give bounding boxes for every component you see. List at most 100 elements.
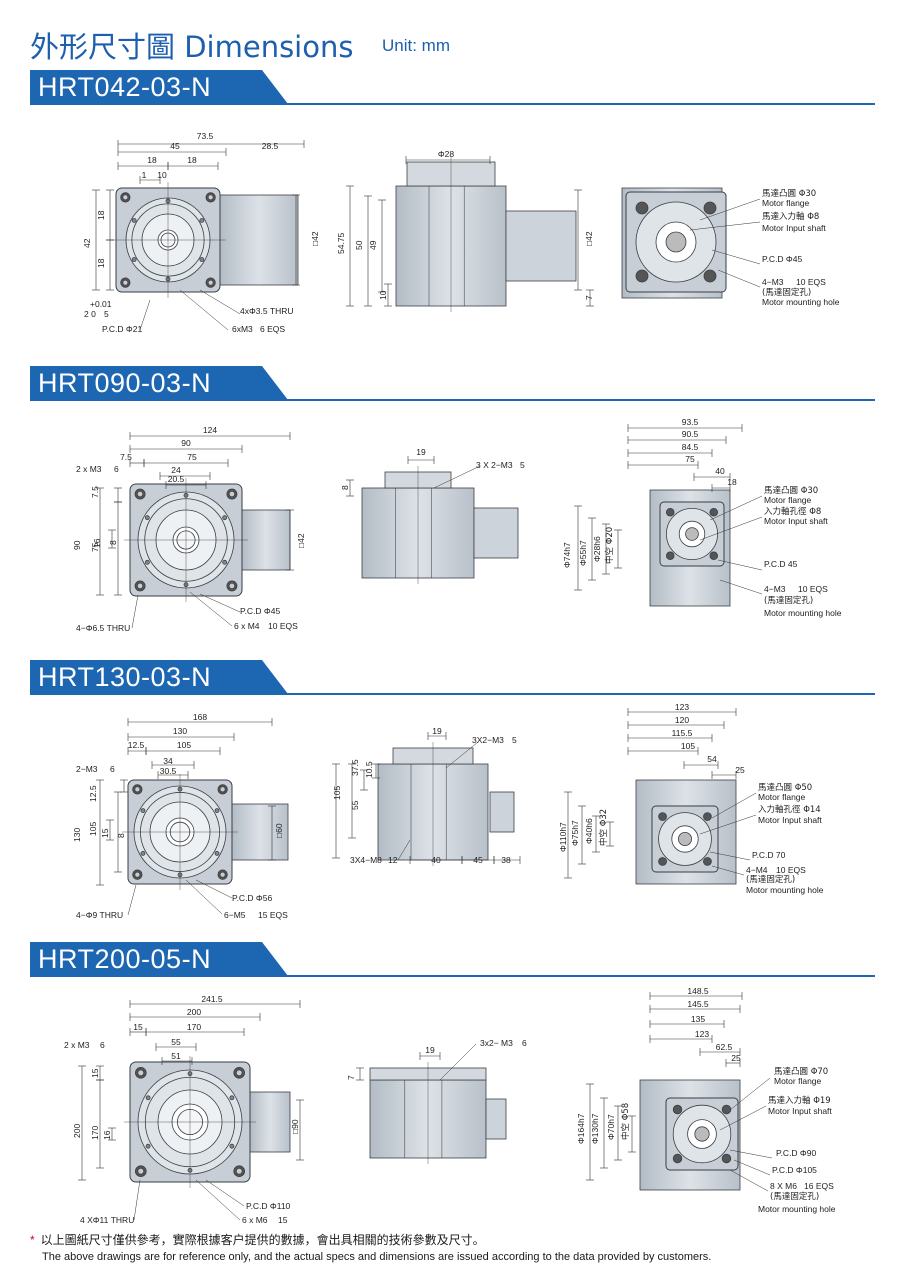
leader-line xyxy=(131,594,139,629)
leader-line xyxy=(139,299,151,331)
dimension-label: 130 xyxy=(173,726,187,736)
dimension-label: 168 xyxy=(193,712,207,722)
dimension-label: 12.5 xyxy=(88,785,98,802)
leader-line xyxy=(719,579,763,595)
dimension-label: 55 xyxy=(171,1037,181,1047)
dimension-label: 3X4−M8 xyxy=(350,855,382,865)
dimension-label: Φ40h6 xyxy=(584,818,594,844)
dimension-label: 75 xyxy=(685,454,695,464)
dimension-label: Φ55h7 xyxy=(578,540,588,566)
dimension-label: 45 xyxy=(170,141,180,151)
tap-hole xyxy=(214,808,220,814)
dimension-label: 4−M3 xyxy=(764,584,786,594)
section-header-hrt090: HRT090-03-N xyxy=(30,366,875,402)
dimension-label: 5 xyxy=(512,735,517,745)
dimension-label: 15 xyxy=(133,1022,143,1032)
dimension-label: Motor mounting hole xyxy=(758,1204,836,1214)
dimension-label: 90 xyxy=(181,438,191,448)
dimension-label: 4 XΦ11 THRU xyxy=(80,1215,134,1225)
dimension-label: 37.5 xyxy=(350,759,360,776)
asterisk-icon: * xyxy=(30,1233,35,1247)
dimension-label: 7 xyxy=(584,295,594,300)
dimension-label: 馬達凸圓 Φ70 xyxy=(774,1066,828,1077)
dimension-label: 200 xyxy=(187,1007,201,1017)
mount-hole-inner xyxy=(134,786,141,793)
leader-line xyxy=(729,1149,773,1159)
dimension-label: 10 EQS xyxy=(776,865,806,875)
dimension-label: P.C.D Φ90 xyxy=(776,1148,816,1158)
leader-line xyxy=(439,1043,477,1081)
dimension-label: 4−M3 xyxy=(762,277,784,287)
dimension-label: Motor Input shaft xyxy=(762,223,826,233)
dimension-label: 105 xyxy=(681,741,695,751)
leader-line xyxy=(195,1179,241,1221)
section-title: HRT200-05-N xyxy=(30,942,288,976)
dimension-label: 19 xyxy=(425,1045,435,1055)
dimension-label: 15 xyxy=(90,1068,100,1078)
mount-hole-inner xyxy=(136,490,144,498)
dimension-label: 馬達入力軸 Φ8 xyxy=(762,211,819,222)
leader-line xyxy=(189,591,233,627)
dimension-label: 12 xyxy=(388,855,398,865)
dimension-label: Φ28 xyxy=(438,149,455,159)
dimension-label: 4−Φ9 THRU xyxy=(76,910,123,920)
section-title: HRT130-03-N xyxy=(30,660,288,694)
leader-line xyxy=(445,741,479,769)
unit-label: Unit: mm xyxy=(382,36,450,55)
tap-hole xyxy=(199,218,205,223)
dimension-label: 18 xyxy=(187,155,197,165)
mount-hole-inner xyxy=(137,1069,145,1077)
dimension-label: □60 xyxy=(274,823,284,838)
dimension-label: 20.5 xyxy=(168,474,185,484)
dimension-label: 7 xyxy=(346,1075,356,1080)
dimension-label: 105 xyxy=(332,786,342,800)
dimension-label: 90.5 xyxy=(682,429,699,439)
dimension-label: P.C.D Φ45 xyxy=(240,606,280,616)
motor-mount-hole xyxy=(721,1104,732,1115)
tap-hole xyxy=(145,1143,151,1149)
motor-mount-hole xyxy=(721,1153,732,1164)
dimension-label: 4−Φ6.5 THRU xyxy=(76,623,130,633)
dimension-label: 入力軸孔徑 Φ14 xyxy=(758,804,821,815)
input-shaft-core xyxy=(678,832,693,847)
dimension-label: 55 xyxy=(350,800,360,810)
dimension-label: 75 xyxy=(90,542,100,552)
dimension-label: 6 xyxy=(110,764,115,774)
dimension-label: 120 xyxy=(675,715,689,725)
dimension-label: Φ75h7 xyxy=(570,820,580,846)
dimension-label: Motor Input shaft xyxy=(758,815,822,825)
motor-mount-hole xyxy=(665,551,675,560)
motor-mount-hole xyxy=(635,201,649,215)
dimension-label: Φ164h7 xyxy=(576,1113,586,1144)
dimension-label: P.C.D Φ45 xyxy=(762,254,802,264)
note-cn: 以上圖紙尺寸僅供參考，實際根據客户提供的數據，會出具相關的技術參數及尺寸。 xyxy=(40,1233,485,1247)
leader-line xyxy=(711,792,757,819)
dimension-label: 38 xyxy=(501,855,511,865)
dimension-label: 93.5 xyxy=(682,417,699,427)
dimension-label: P.C.D Φ56 xyxy=(232,893,272,903)
dimension-label: 18 xyxy=(147,155,157,165)
dimension-label: 2 x M3 xyxy=(76,464,102,474)
motor-mount-hole xyxy=(658,857,667,866)
leader-line xyxy=(729,1077,771,1111)
dimension-label: 4−M4 xyxy=(746,865,768,875)
note-en: The above drawings are for reference onl… xyxy=(42,1251,712,1263)
dimension-label: 馬達凸圓 Φ30 xyxy=(762,188,816,199)
dimension-label: 中空 Φ20 xyxy=(604,527,615,564)
dimension-label: 6 xyxy=(522,1038,527,1048)
dimension-label: 15 EQS xyxy=(258,910,288,920)
dimension-label: 105 xyxy=(88,822,98,836)
tap-hole xyxy=(229,1143,235,1149)
dimension-label: P.C.D Φ110 xyxy=(246,1201,291,1211)
dimension-label: Φ110h7 xyxy=(558,822,568,852)
section-title: HRT090-03-N xyxy=(30,366,288,400)
dimension-label: (馬達固定孔) xyxy=(762,287,811,298)
tap-hole xyxy=(222,559,228,565)
dimension-label: 10 xyxy=(157,170,167,180)
motor-mount-hole xyxy=(665,507,675,517)
tap-hole xyxy=(140,808,146,814)
dimension-label: 51 xyxy=(171,1051,181,1061)
motor-mount-hole xyxy=(703,201,717,215)
dimension-label: 54 xyxy=(707,754,717,764)
